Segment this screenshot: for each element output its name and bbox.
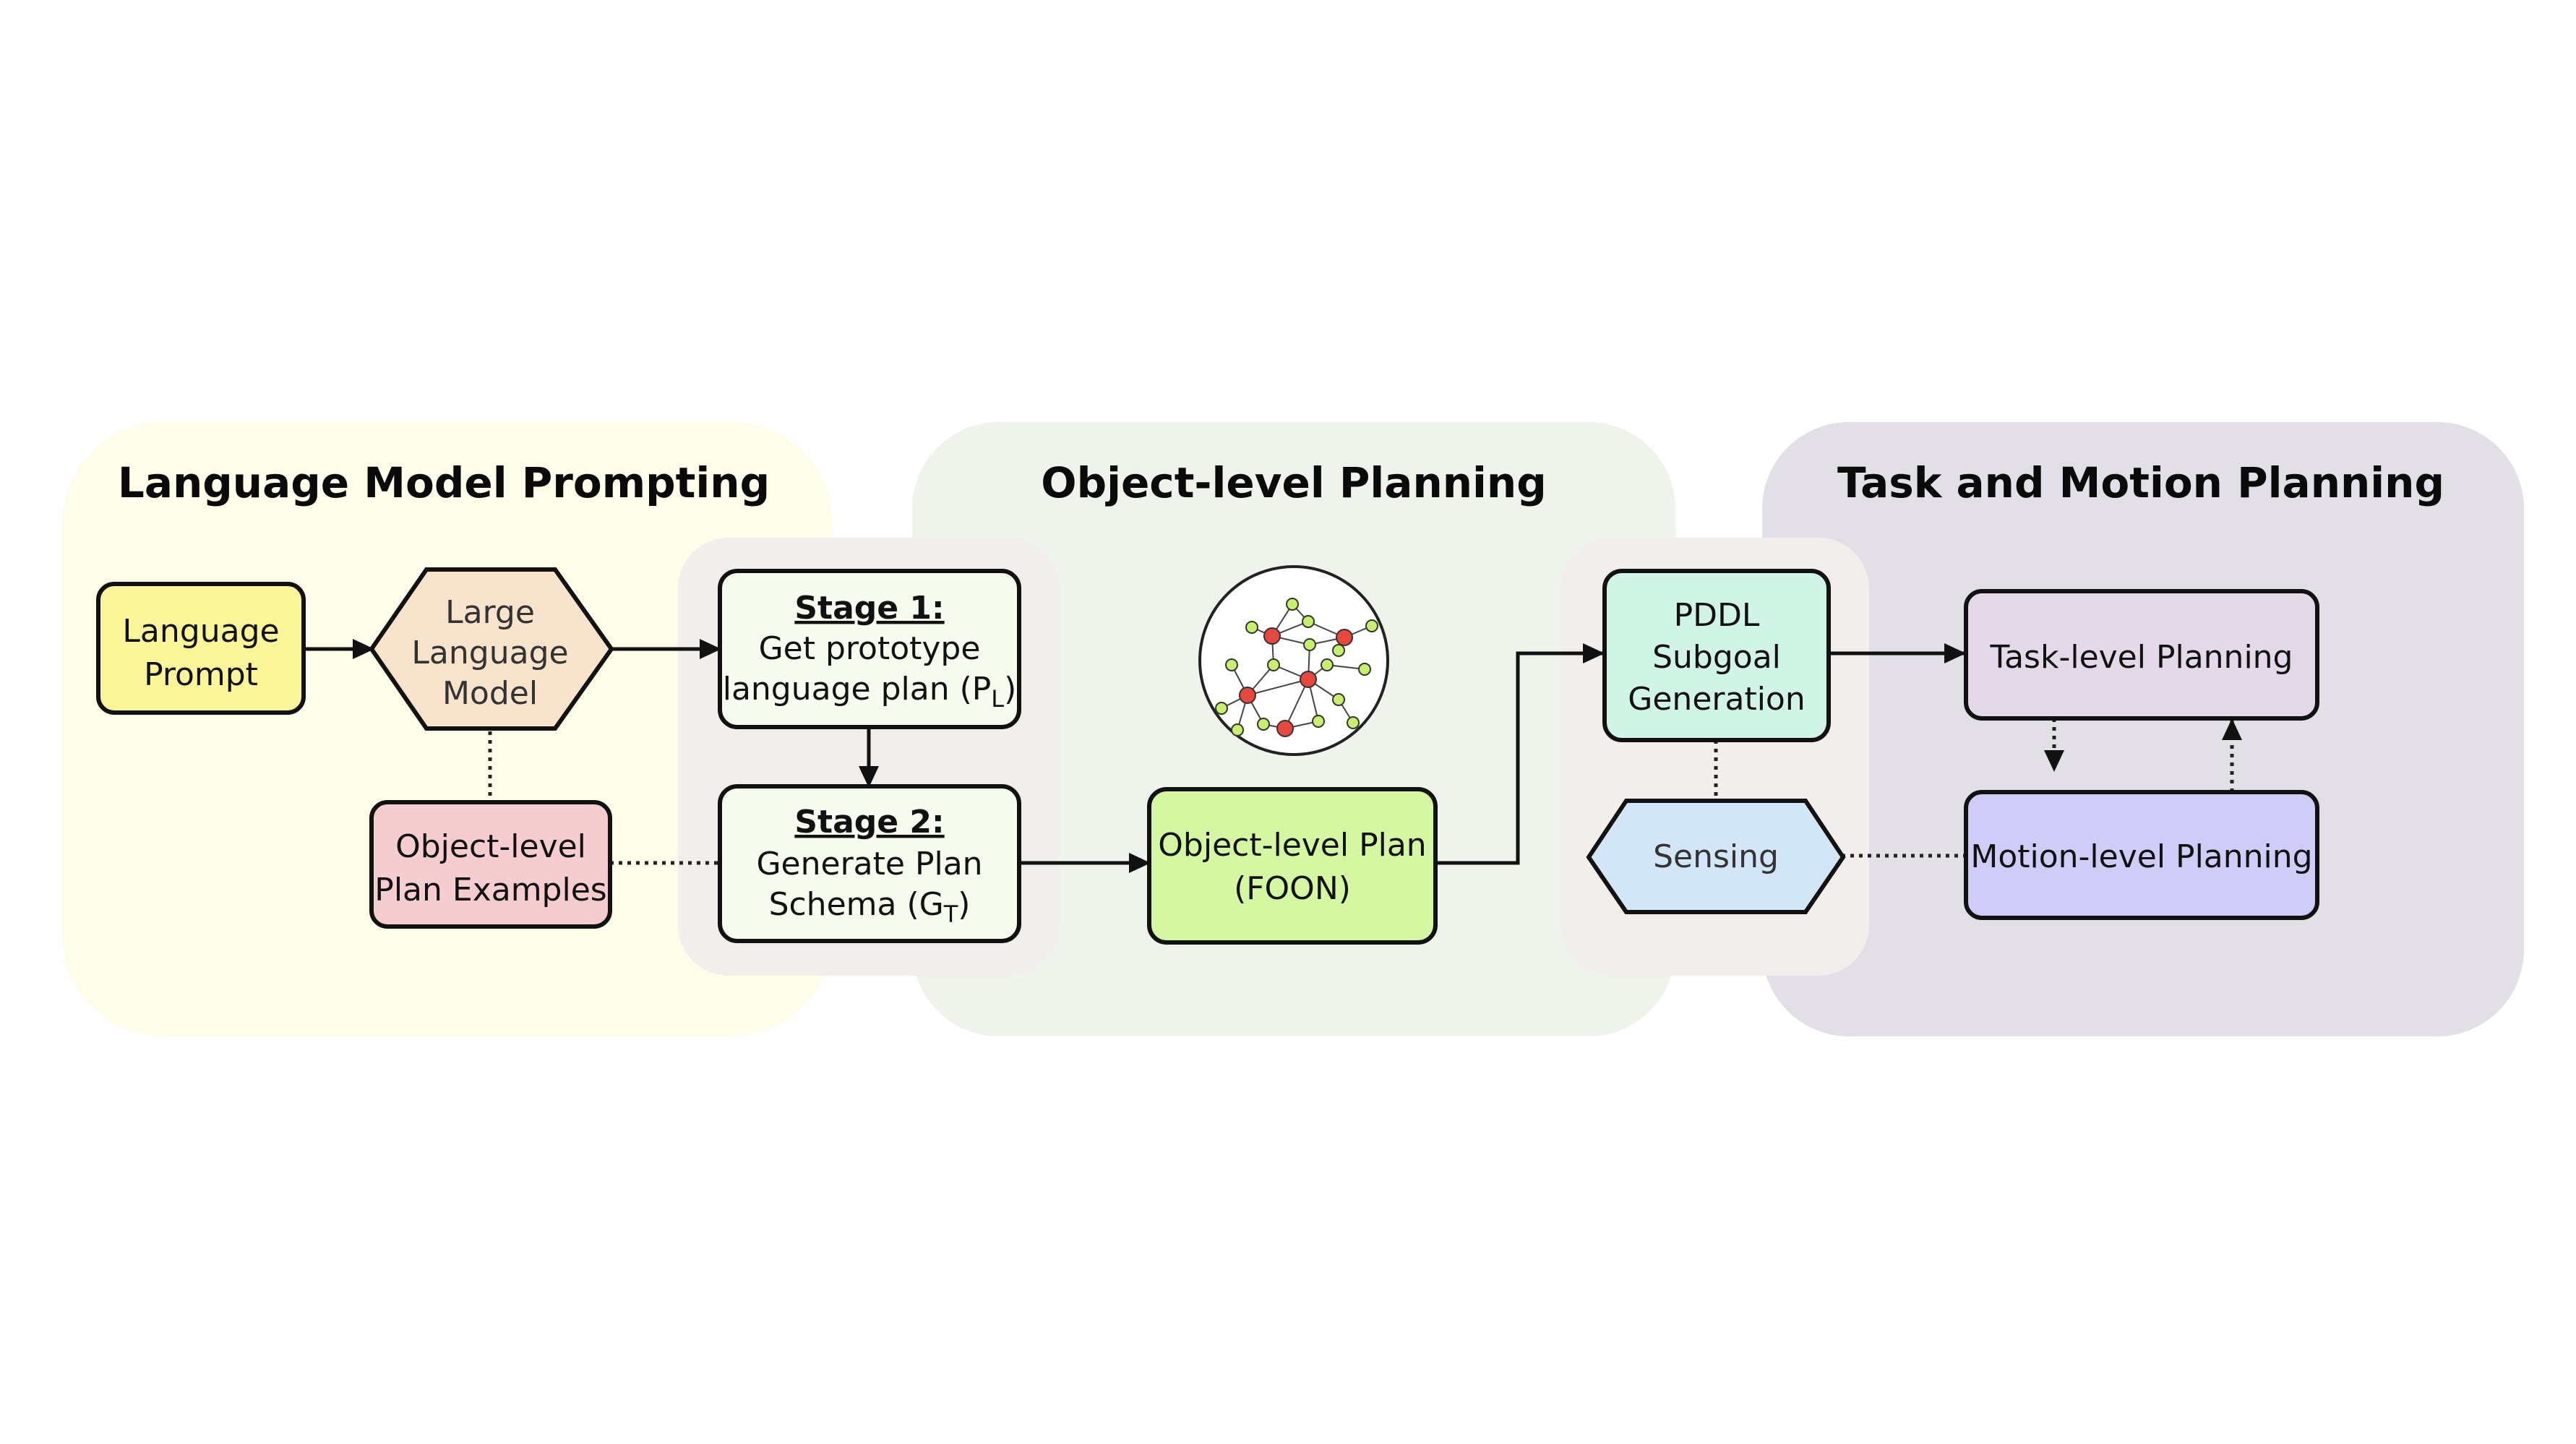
graph-node-green <box>1358 663 1371 676</box>
svg-text:Model: Model <box>442 675 538 712</box>
section-title-language: Language Model Prompting <box>118 458 770 507</box>
graph-node-green <box>1231 723 1244 736</box>
svg-text:Motion-level Planning: Motion-level Planning <box>1970 838 2312 875</box>
graph-node-green <box>1365 619 1378 632</box>
graph-node-green <box>1267 658 1280 671</box>
section-title-tamp: Task and Motion Planning <box>1837 458 2444 507</box>
svg-text:PDDL: PDDL <box>1674 597 1760 634</box>
graph-node-red <box>1239 687 1256 704</box>
svg-text:Subgoal: Subgoal <box>1652 639 1781 676</box>
svg-text:Schema (GT): Schema (GT) <box>769 886 971 928</box>
graph-node-green <box>1215 702 1228 715</box>
graph-node-red <box>1300 671 1317 688</box>
svg-text:Large: Large <box>445 594 535 631</box>
arrow-object-plan-to-pddl <box>1435 643 1605 865</box>
svg-text:Stage 1:: Stage 1: <box>794 590 944 627</box>
svg-text:Generate Plan: Generate Plan <box>756 846 982 882</box>
svg-text:language plan (PL): language plan (PL) <box>723 671 1017 713</box>
svg-text:Task-level Planning: Task-level Planning <box>1990 639 2293 676</box>
svg-text:Plan Examples: Plan Examples <box>374 872 606 908</box>
graph-node-red <box>1276 720 1294 737</box>
graph-node-red <box>1263 627 1281 645</box>
graph-node-green <box>1332 693 1345 706</box>
section-task-and-motion-planning <box>1762 422 2524 1036</box>
section-title-object: Object-level Planning <box>1041 458 1546 507</box>
graph-node-green <box>1312 715 1325 728</box>
svg-text:Get prototype: Get prototype <box>759 630 981 667</box>
svg-text:Stage 2:: Stage 2: <box>794 804 944 841</box>
graph-node-green <box>1321 658 1334 671</box>
node-motion-level-planning: Motion-level Planning <box>1964 790 2319 920</box>
node-stage2: Stage 2: Generate Plan Schema (GT) <box>718 784 1021 943</box>
svg-text:Object-level: Object-level <box>395 828 586 865</box>
svg-text:Sensing: Sensing <box>1653 838 1779 875</box>
graph-node-green <box>1347 716 1360 729</box>
graph-node-green <box>1245 621 1258 634</box>
graph-node-green <box>1332 644 1345 657</box>
graph-node-green <box>1303 638 1316 651</box>
svg-text:Language: Language <box>411 635 568 671</box>
graph-node-green <box>1302 615 1315 628</box>
graph-edge <box>1247 679 1309 696</box>
svg-text:Object-level Plan: Object-level Plan <box>1158 827 1426 864</box>
graph-node-red <box>1336 629 1353 646</box>
node-object-level-plan: Object-level Plan (FOON) <box>1147 787 1438 945</box>
svg-text:Language: Language <box>122 613 279 650</box>
node-object-level-plan-examples: Object-level Plan Examples <box>369 800 612 929</box>
node-sensing: Sensing <box>1586 799 1846 914</box>
svg-text:(FOON): (FOON) <box>1234 870 1351 907</box>
graph-node-green <box>1286 598 1299 611</box>
node-language-prompt: Language Prompt <box>96 582 306 715</box>
graph-edge <box>1284 679 1309 729</box>
svg-text:Prompt: Prompt <box>144 656 258 693</box>
node-pddl-subgoal-generation: PDDL Subgoal Generation <box>1602 569 1831 742</box>
node-large-language-model: Large Language Model <box>369 567 614 731</box>
node-task-level-planning: Task-level Planning <box>1964 589 2319 721</box>
graph-node-green <box>1257 718 1270 731</box>
graph-node-green <box>1225 658 1238 671</box>
svg-text:Generation: Generation <box>1628 681 1805 718</box>
network-graph-icon <box>1198 565 1389 756</box>
node-stage1: Stage 1: Get prototype language plan (PL… <box>718 569 1021 729</box>
